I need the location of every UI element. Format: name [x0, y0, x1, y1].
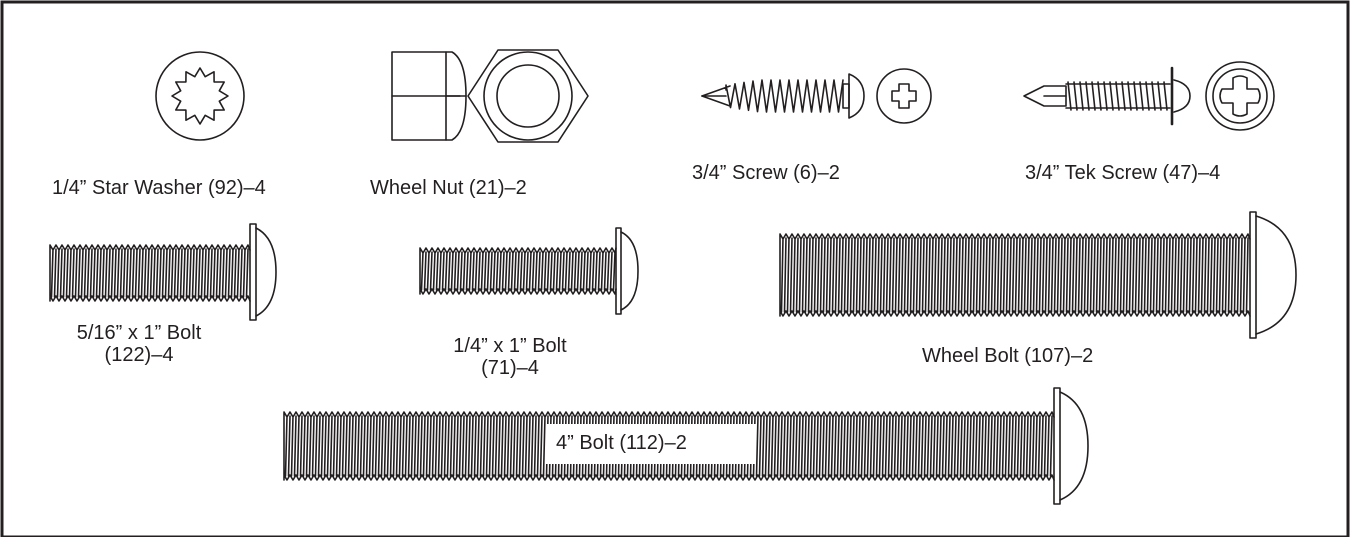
bolt-14-drawing	[419, 227, 639, 315]
wheel-nut-front-drawing	[467, 49, 589, 143]
screw-drawing	[701, 68, 932, 124]
bolt-14-label-line2: (71)–4	[481, 357, 539, 379]
bolt-4in-label: 4” Bolt (112)–2	[556, 432, 687, 454]
wheel-bolt-drawing	[779, 211, 1297, 339]
wheel-nut-side-drawing	[391, 51, 467, 141]
star-washer-label: 1/4” Star Washer (92)–4	[52, 177, 266, 199]
star-washer-drawing	[155, 51, 245, 141]
wheel-bolt-label: Wheel Bolt (107)–2	[922, 345, 1094, 367]
bolt-516-label-line1: 5/16” x 1” Bolt	[76, 322, 202, 344]
tek-screw-drawing	[1023, 61, 1275, 131]
bolt-516-drawing	[49, 223, 277, 321]
wheel-nut-label: Wheel Nut (21)–2	[370, 177, 527, 199]
bolt-4in-drawing	[283, 387, 1089, 505]
bolt-14-label-line1: 1/4” x 1” Bolt	[453, 335, 567, 357]
tek-screw-label: 3/4” Tek Screw (47)–4	[1025, 162, 1221, 184]
bolt-4in-label-backdrop	[546, 424, 756, 464]
screw-label: 3/4” Screw (6)–2	[692, 162, 840, 184]
bolt-516-label-line2: (122)–4	[104, 344, 174, 366]
